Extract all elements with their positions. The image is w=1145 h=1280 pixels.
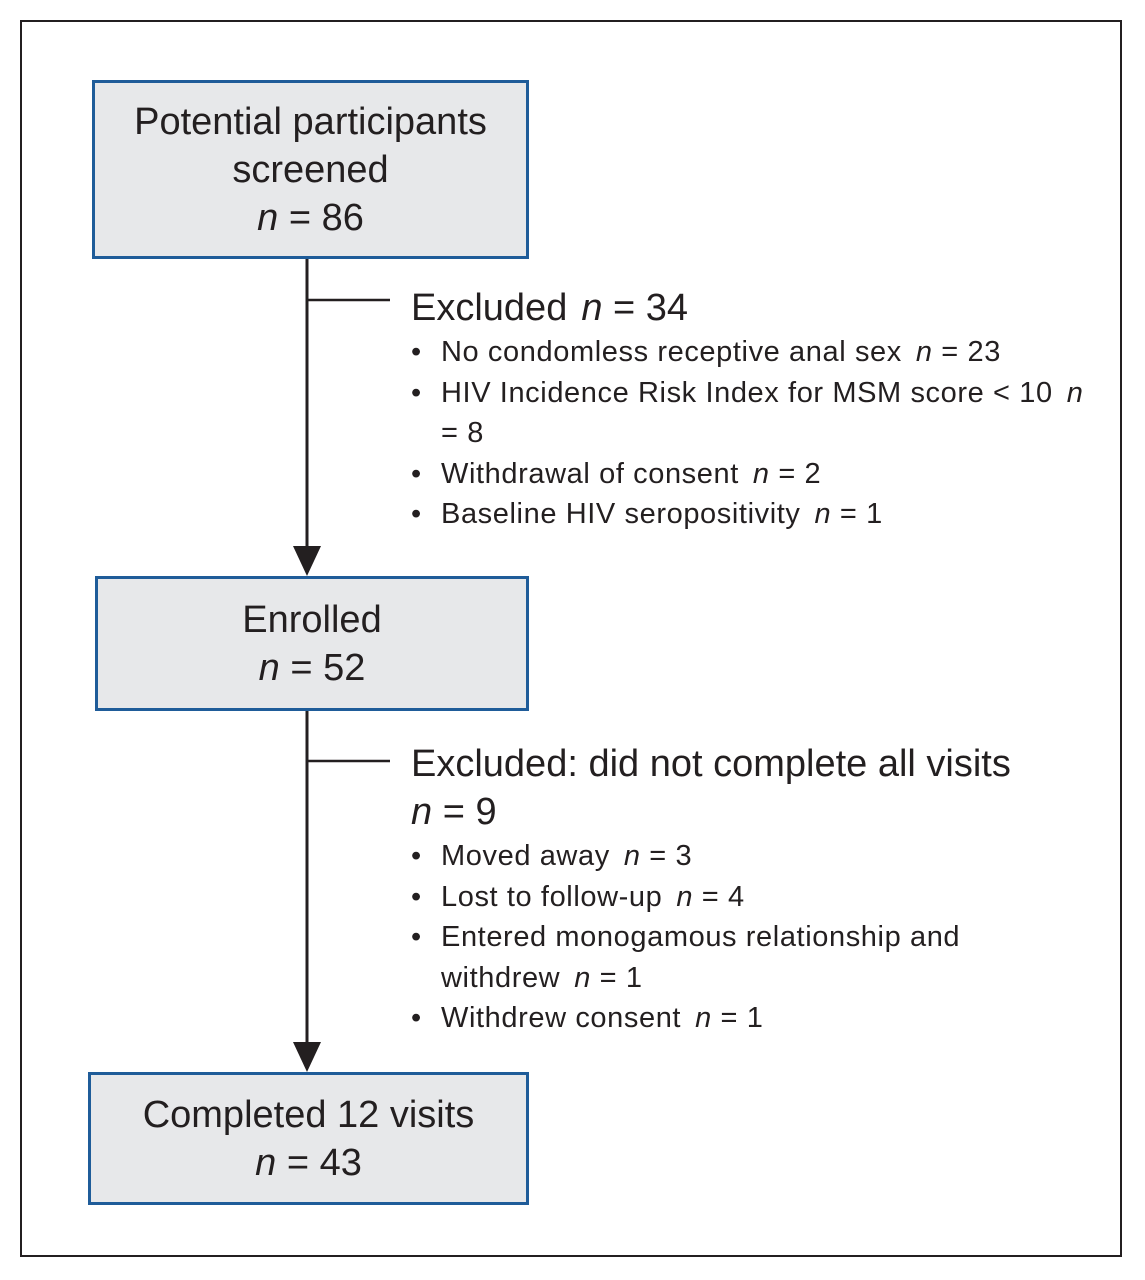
exclusion-heading: Excluded: did not complete all visitsn =… — [411, 743, 1011, 833]
screened-count: n = 86 — [257, 196, 364, 239]
exclusion-reason: Entered monogamous relationship and with… — [411, 917, 981, 998]
screened-label: Potential participants screened — [134, 100, 487, 191]
enrolled-count: n = 52 — [258, 646, 366, 689]
enrolled-label: Enrolled — [242, 598, 382, 641]
arrowhead-to-enrolled — [293, 546, 321, 576]
arrowhead-to-completed — [293, 1042, 321, 1072]
screened-box: Potential participants screened n = 86 — [92, 80, 529, 259]
completed-box: Completed 12 visits n = 43 — [88, 1072, 529, 1205]
completed-count: n = 43 — [255, 1141, 362, 1184]
enrolled-box: Enrolled n = 52 — [95, 576, 529, 711]
exclusion-panel-followup: Excluded: did not complete all visitsn =… — [411, 740, 1031, 1039]
figure-frame — [20, 20, 1122, 1257]
exclusion-reason: HIV Incidence Risk Index for MSM score <… — [411, 373, 1091, 454]
exclusion-reason: Lost to follow-upn = 4 — [411, 877, 1031, 918]
completed-label: Completed 12 visits — [142, 1093, 475, 1136]
